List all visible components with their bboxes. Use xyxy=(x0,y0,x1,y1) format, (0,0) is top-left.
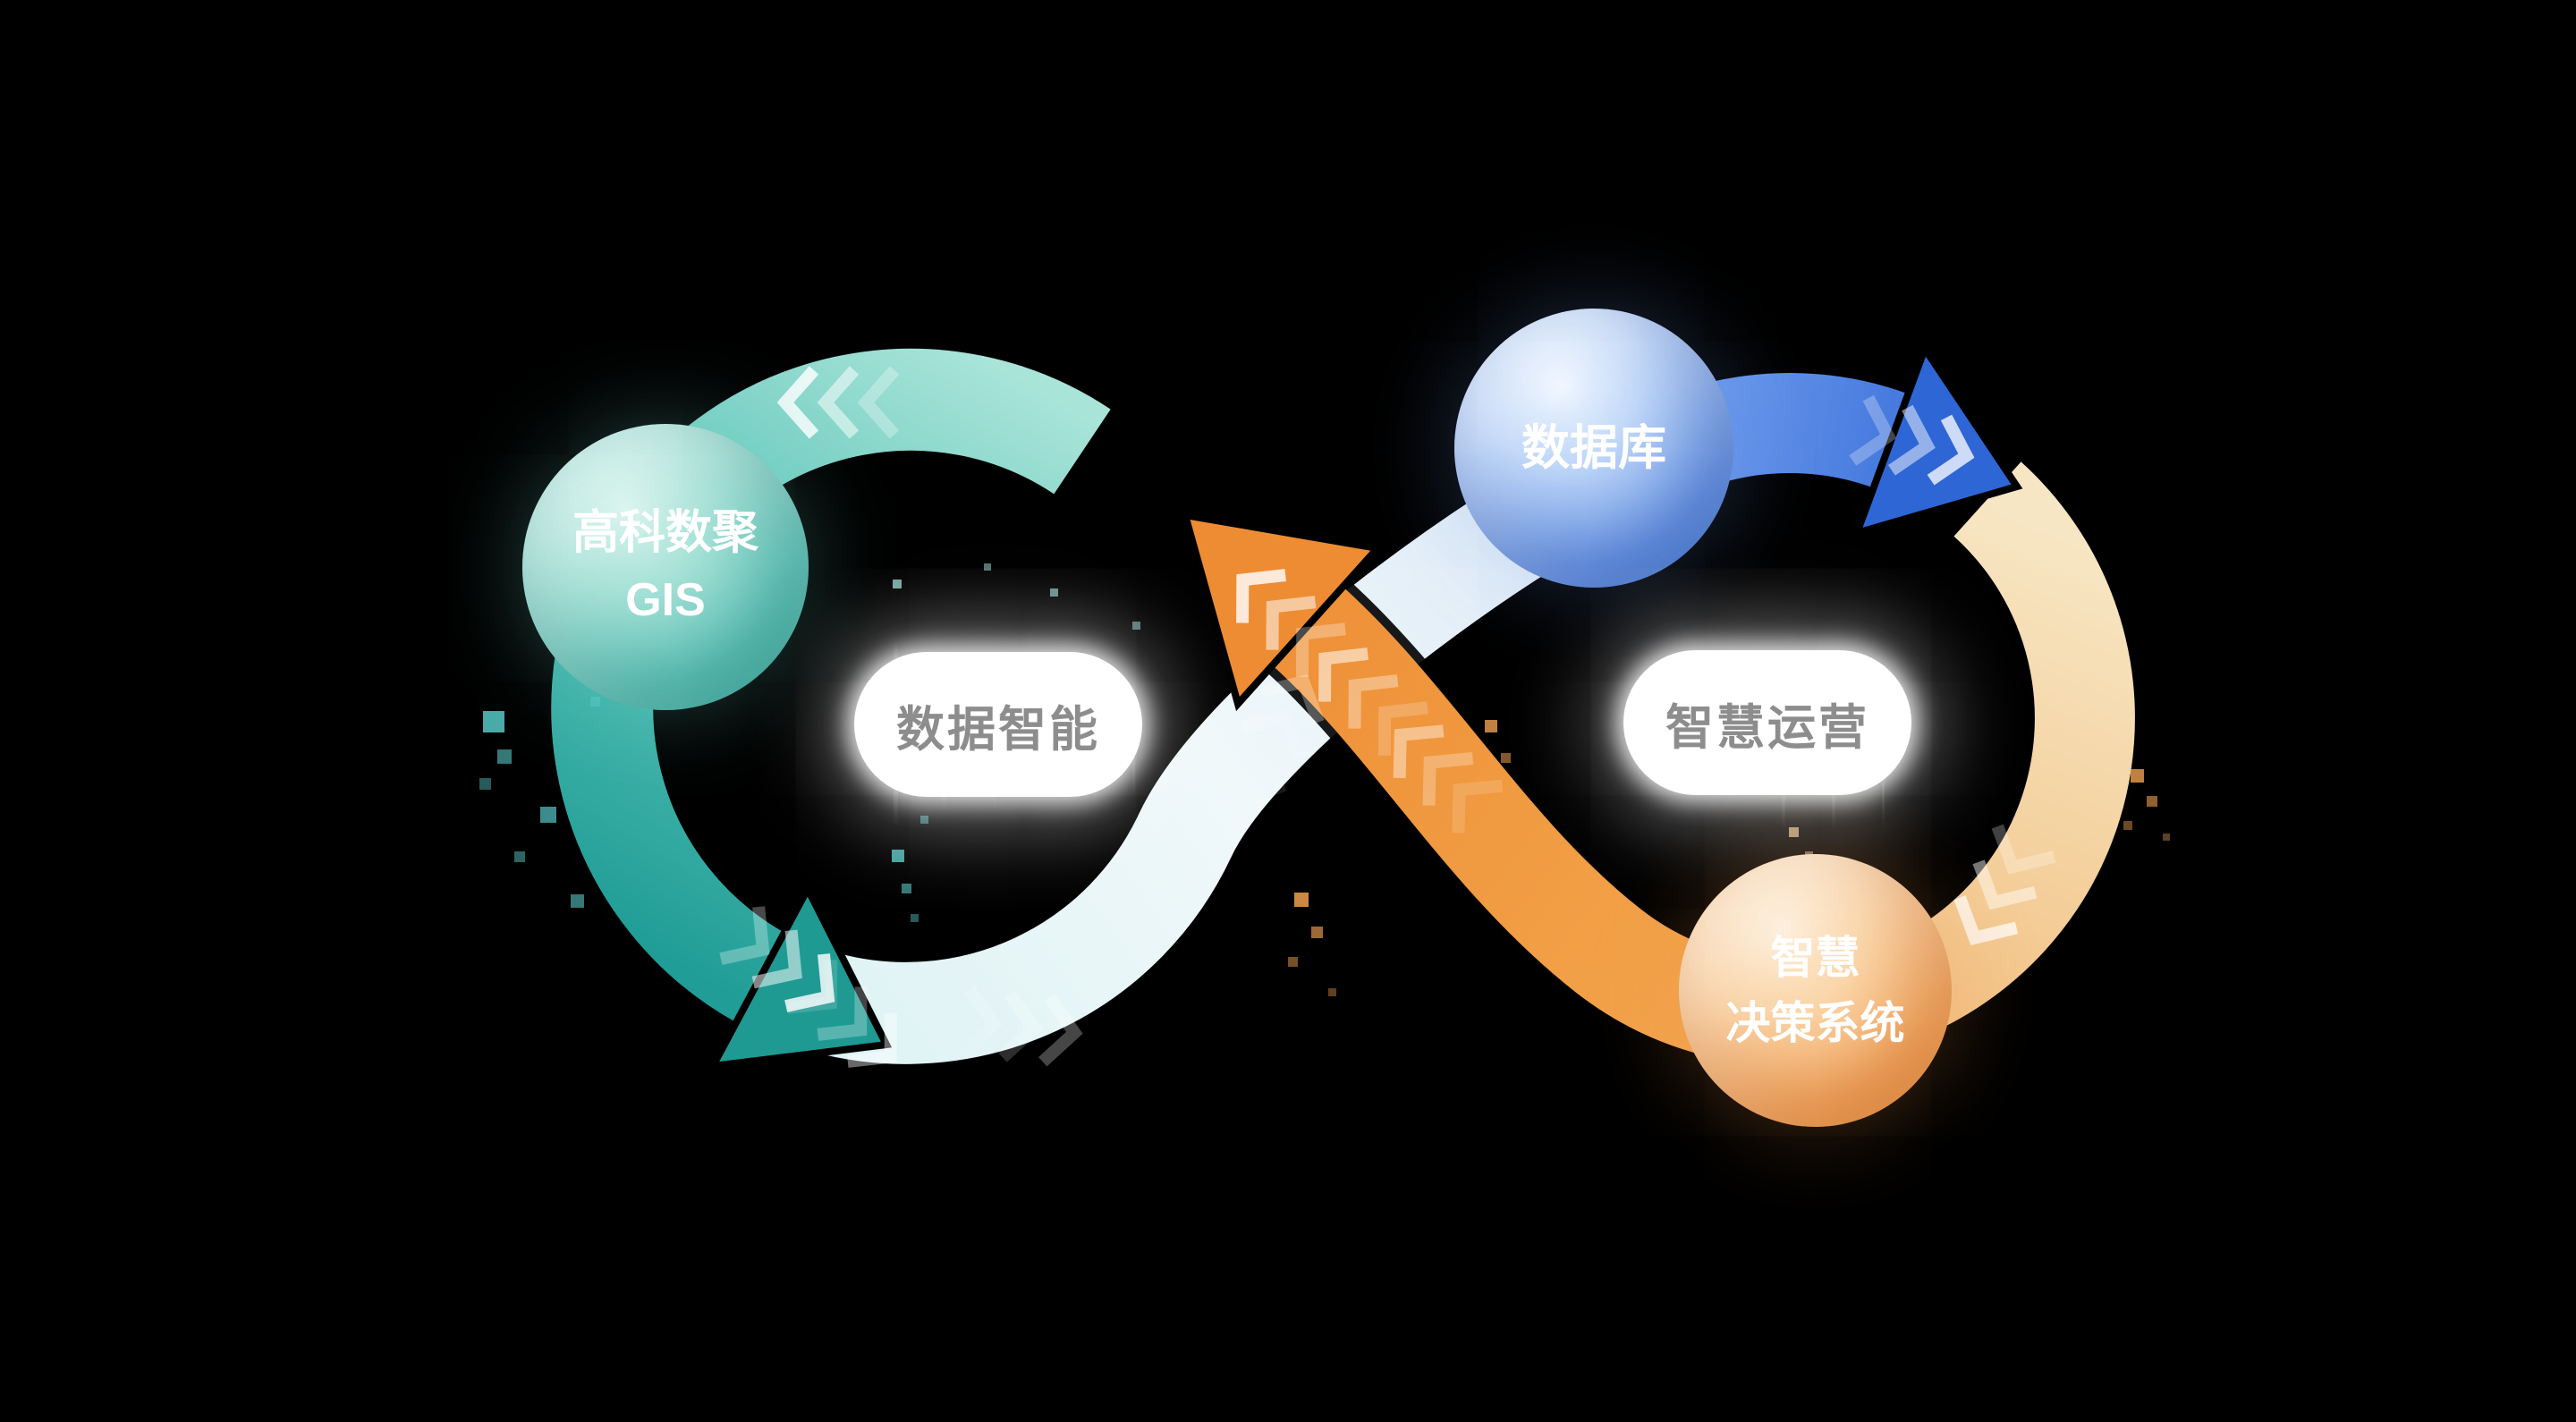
blue-arc xyxy=(1668,341,2023,539)
left-loop-label: 数据智能 xyxy=(896,702,1100,757)
node-gis-sphere: 高科数聚 GIS xyxy=(522,424,809,710)
particle-squares xyxy=(479,563,2170,996)
left-loop-label-pill: 数据智能 xyxy=(854,652,1142,797)
node-decision-label-line1: 智慧 xyxy=(1770,933,1860,983)
right-loop-label-pill: 智慧运营 xyxy=(1623,650,1911,795)
right-loop-label: 智慧运营 xyxy=(1665,700,1869,755)
node-gis-label-line2: GIS xyxy=(625,574,706,626)
node-database-sphere: 数据库 xyxy=(1454,309,1733,588)
node-database-label: 数据库 xyxy=(1521,420,1666,475)
node-decision-sphere: 智慧 决策系统 xyxy=(1679,854,1952,1127)
node-decision-label-line2: 决策系统 xyxy=(1725,997,1905,1048)
node-gis-label-line1: 高科数聚 xyxy=(572,506,758,559)
